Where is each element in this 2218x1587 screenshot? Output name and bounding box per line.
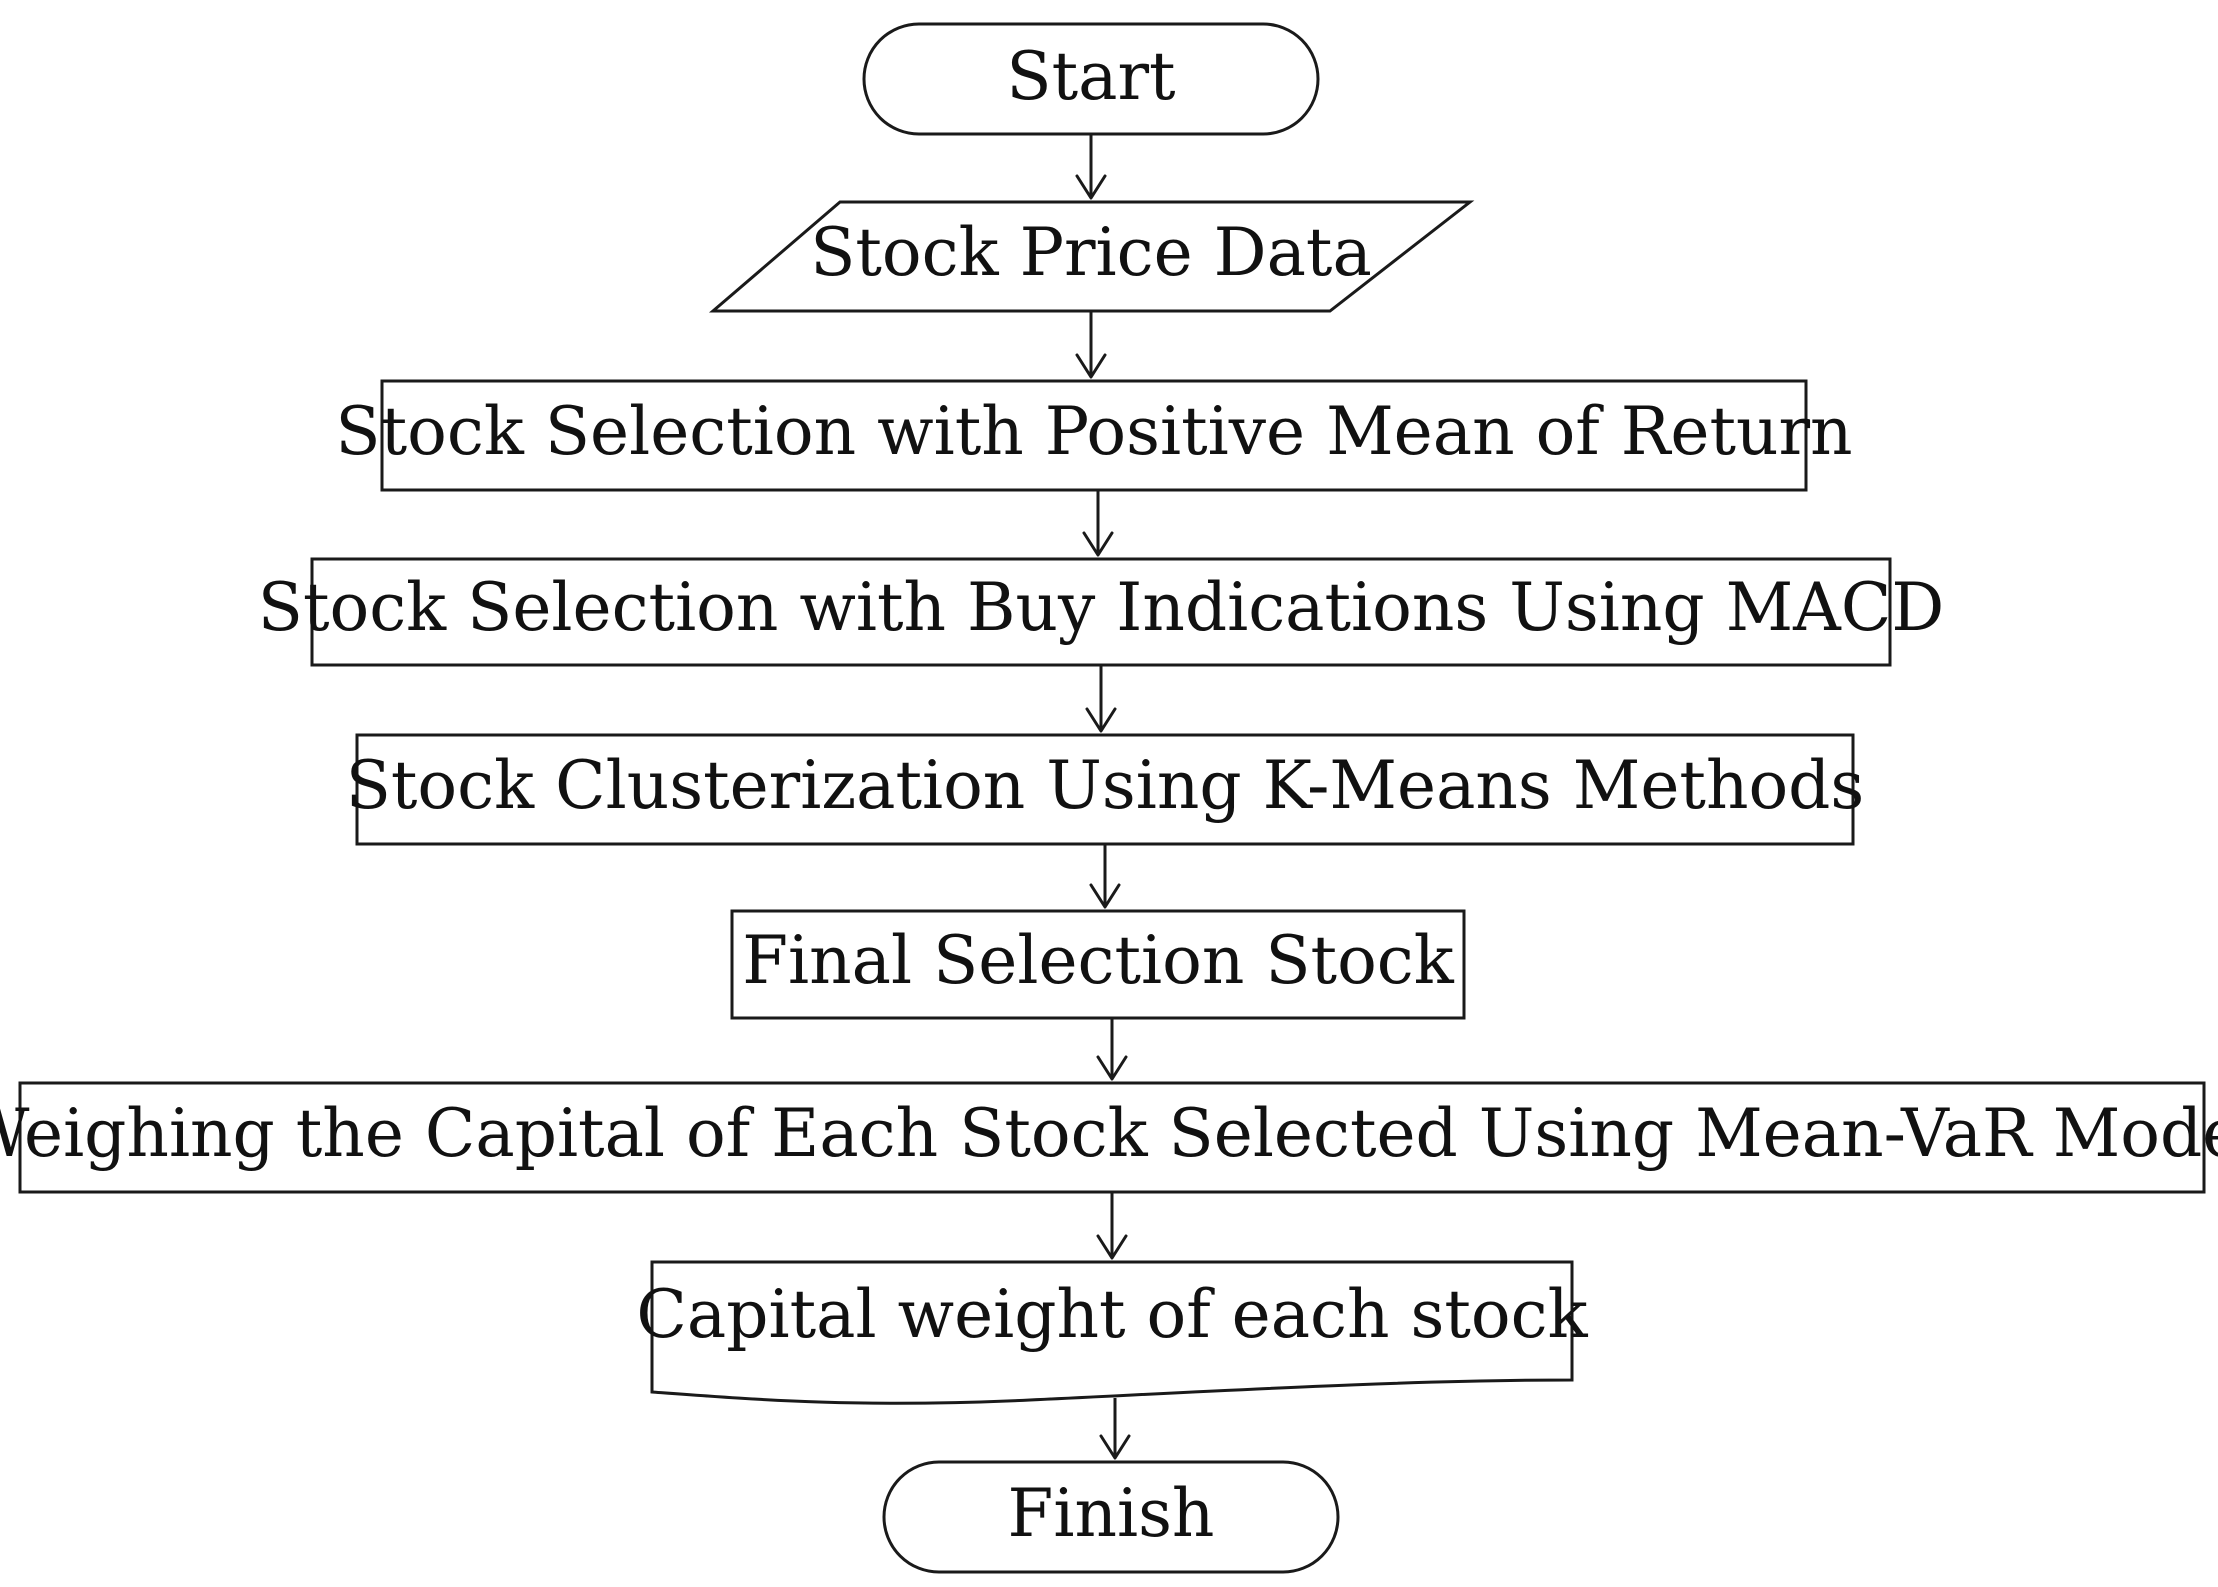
node-positive-mean: Stock Selection with Positive Mean of Re… <box>335 379 1853 492</box>
node-stock-price-data: Stock Price Data <box>708 200 1475 313</box>
positive-mean-shape <box>380 379 1808 492</box>
stock-price-data-label: Stock Price Data <box>810 214 1372 291</box>
mean-var-label: Weighing the Capital of Each Stock Selec… <box>0 1095 2218 1172</box>
arrow-final-selection-to-mean-var <box>1096 1018 1128 1081</box>
start-label: Start <box>1006 38 1175 115</box>
final-selection-shape <box>730 909 1466 1020</box>
stock-price-data-shape <box>708 200 1475 313</box>
final-selection-label: Final Selection Stock <box>742 922 1455 999</box>
positive-mean-label: Stock Selection with Positive Mean of Re… <box>335 393 1852 470</box>
arrow-positive-mean-to-macd <box>1082 490 1114 557</box>
node-macd: Stock Selection with Buy Indications Usi… <box>258 557 1945 667</box>
macd-shape <box>310 557 1892 667</box>
finish-label: Finish <box>1008 1475 1215 1552</box>
arrow-start-to-data <box>1075 134 1107 200</box>
arrow-mean-var-to-capital-weight <box>1096 1192 1128 1260</box>
capital-weight-label: Capital weight of each stock <box>636 1276 1588 1353</box>
node-finish: Finish <box>882 1460 1340 1574</box>
node-capital-weight: Capital weight of each stock <box>636 1260 1589 1405</box>
finish-terminal-shape <box>882 1460 1340 1574</box>
kmeans-label: Stock Clusterization Using K-Means Metho… <box>346 747 1865 824</box>
arrow-macd-to-kmeans <box>1085 665 1117 733</box>
mean-var-shape <box>18 1081 2206 1194</box>
arrow-data-to-positive-mean <box>1075 311 1107 379</box>
arrow-kmeans-to-final-selection <box>1089 844 1121 909</box>
node-kmeans: Stock Clusterization Using K-Means Metho… <box>346 733 1865 846</box>
macd-label: Stock Selection with Buy Indications Usi… <box>258 569 1945 646</box>
node-start: Start <box>862 22 1320 136</box>
node-mean-var: Weighing the Capital of Each Stock Selec… <box>0 1081 2218 1194</box>
arrow-capital-weight-to-finish <box>1099 1398 1131 1460</box>
kmeans-shape <box>355 733 1855 846</box>
node-final-selection: Final Selection Stock <box>730 909 1466 1020</box>
capital-weight-document-shape <box>650 1260 1574 1405</box>
